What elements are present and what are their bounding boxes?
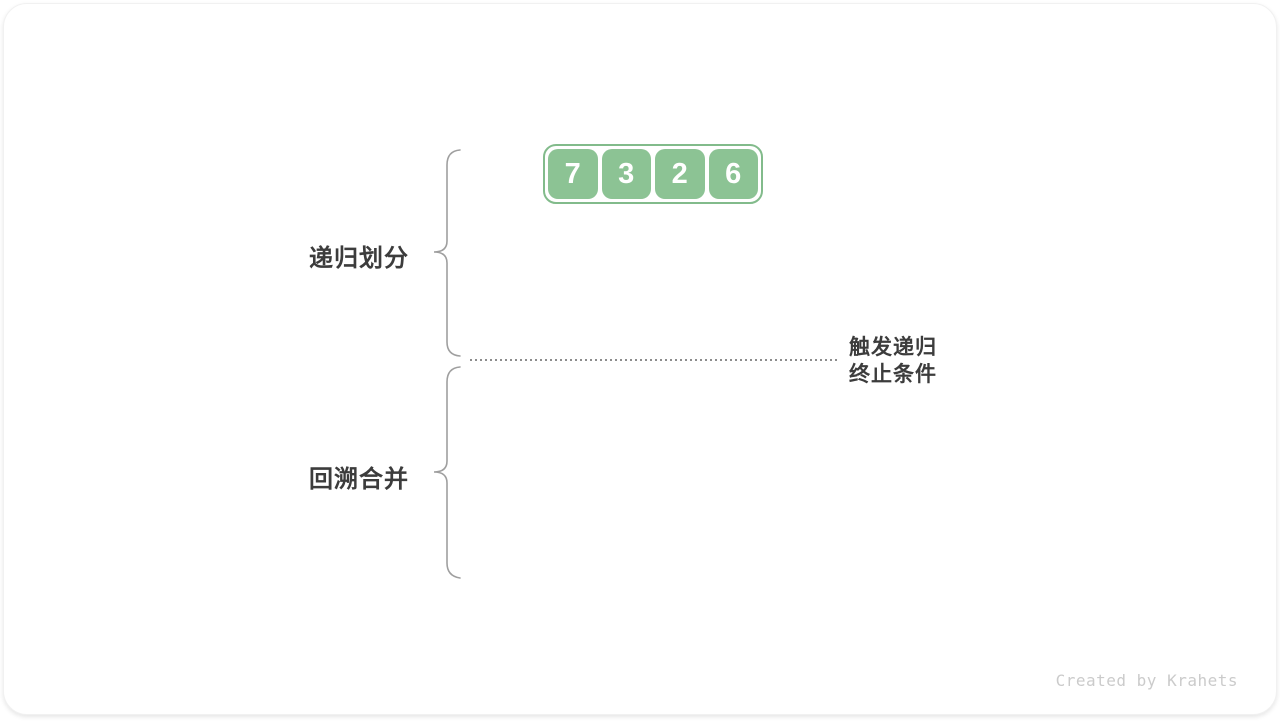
phase-label-recursive-division: 递归划分 — [309, 245, 409, 272]
array-container: 7 3 2 6 — [543, 144, 763, 204]
brace-recursive-division — [433, 149, 461, 357]
termination-annotation-line1: 触发递归 — [849, 336, 937, 359]
array-cell: 6 — [708, 149, 758, 199]
phase-label-backtrack-merge: 回溯合并 — [309, 466, 409, 493]
array-cell: 2 — [655, 149, 705, 199]
array-cell: 3 — [601, 149, 651, 199]
termination-annotation-line2: 终止条件 — [849, 363, 937, 386]
termination-annotation: 触发递归 终止条件 — [849, 334, 937, 388]
credit-text: Created by Krahets — [1055, 671, 1238, 690]
brace-backtrack-merge — [433, 366, 461, 579]
diagram-canvas: 7 3 2 6 递归划分 回溯合并 触发递归 终止条件 Created by K… — [3, 3, 1277, 715]
decoration-layer — [433, 149, 838, 579]
array-cell: 7 — [548, 149, 598, 199]
